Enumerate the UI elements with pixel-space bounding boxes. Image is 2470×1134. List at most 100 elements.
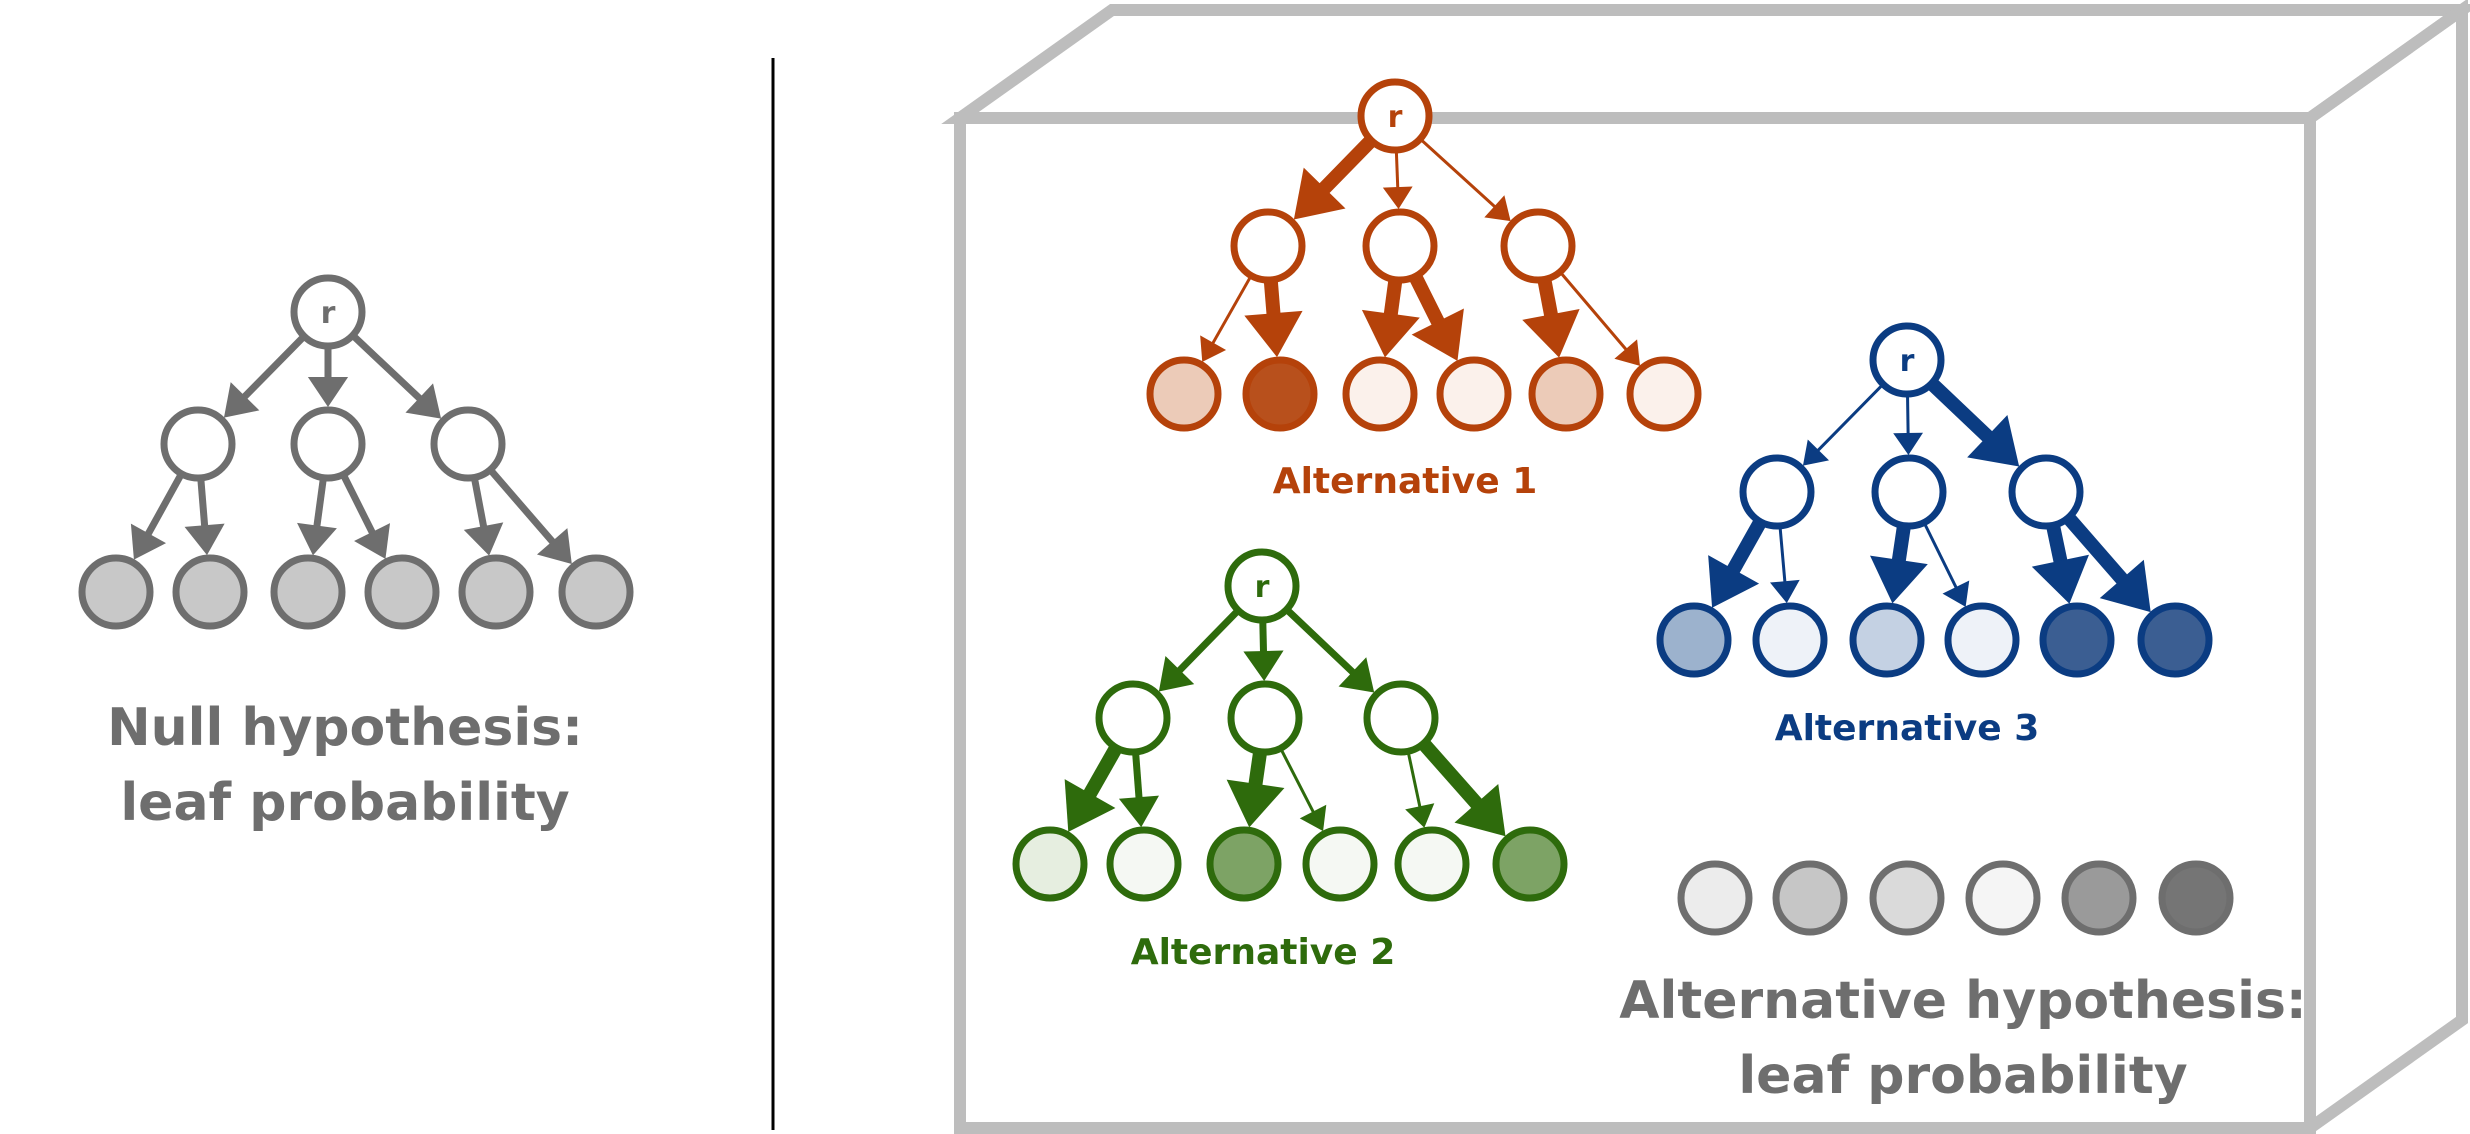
edge-mid-leaf-6-shaft <box>2063 513 2129 586</box>
edge-root-mid-1-shaft <box>1175 607 1241 674</box>
leaf-node-1 <box>1146 356 1222 432</box>
alternatives-box <box>941 0 2470 1134</box>
leaf-node-2 <box>1106 826 1182 902</box>
leaf-node-2 <box>1752 602 1828 678</box>
leaf-node-1 <box>78 554 154 630</box>
internal-node-3 <box>2008 454 2084 530</box>
edge-mid-leaf-1-shaft <box>1082 744 1123 799</box>
edge-mid-leaf-4-shaft <box>1922 521 1959 590</box>
edge-root-mid-1-head <box>1158 656 1195 692</box>
edge-mid-leaf-4-head <box>1411 308 1464 361</box>
root-label: r <box>1900 344 1915 379</box>
root-node <box>1357 78 1433 154</box>
internal-node-1 <box>1230 208 1306 284</box>
edge-mid-leaf-6-shaft <box>487 467 557 546</box>
edge-mid-leaf-2-head <box>1244 310 1303 358</box>
root-label: r <box>1388 100 1403 135</box>
edge-root-mid-1-shaft <box>1815 383 1885 453</box>
alternative-3-tree: r <box>1656 322 2213 678</box>
edge-mid-leaf-2-head <box>1118 795 1160 828</box>
internal-node-1 <box>1739 454 1815 530</box>
alternative-1-label: Alternative 1 <box>1273 461 1538 502</box>
null-hypothesis-tree: r <box>78 274 634 630</box>
edge-mid-leaf-4-shaft <box>1408 273 1445 327</box>
box-side-face <box>2304 0 2468 1134</box>
edge-mid-leaf-2-shaft <box>1778 525 1787 584</box>
edge-mid-leaf-1-shaft <box>1726 518 1767 575</box>
edge-root-mid-1-shaft <box>1318 135 1377 195</box>
edge-root-mid-1-head <box>223 382 260 418</box>
leaf-node-3 <box>1206 826 1282 902</box>
edge-mid-leaf-2-head <box>1769 579 1800 604</box>
edge-root-mid-2-head <box>307 377 349 407</box>
edge-mid-leaf-6-head <box>1454 783 1506 837</box>
null-caption-line2: leaf probability <box>120 773 569 833</box>
leaf-node-3 <box>1342 356 1418 432</box>
edge-mid-leaf-6-head <box>536 528 572 565</box>
root-node <box>1869 322 1945 398</box>
edge-mid-leaf-3-head <box>1361 309 1420 358</box>
legend-leaf-2 <box>1772 860 1848 936</box>
root-node <box>1224 548 1300 624</box>
edge-root-mid-2-shaft <box>1394 149 1400 190</box>
edge-root-mid-3-head <box>1967 415 2020 467</box>
edge-mid-leaf-3-head <box>297 522 337 556</box>
internal-node-3 <box>1500 208 1576 284</box>
internal-node-2 <box>290 406 366 482</box>
box-top-face <box>941 4 2470 124</box>
edge-root-mid-3-head <box>405 383 442 419</box>
internal-node-3 <box>430 406 506 482</box>
edge-root-mid-3-head <box>1338 657 1375 693</box>
edge-mid-leaf-4-shaft <box>1279 747 1316 814</box>
edge-root-mid-3-shaft <box>1926 378 1994 443</box>
edge-root-mid-2-head <box>1243 650 1284 682</box>
edge-mid-leaf-3-shaft <box>1891 524 1911 563</box>
edge-mid-leaf-3-shaft <box>1383 278 1403 317</box>
leaf-node-6 <box>558 554 634 630</box>
edge-root-mid-3-shaft <box>1284 606 1357 676</box>
edge-root-mid-1-head <box>1293 167 1346 220</box>
edge-root-mid-1-head <box>1802 439 1830 466</box>
leaf-node-4 <box>1436 356 1512 432</box>
leaf-node-5 <box>2039 602 2115 678</box>
edge-mid-leaf-1-shaft <box>1210 274 1253 346</box>
edge-mid-leaf-5-shaft <box>1537 278 1559 318</box>
edge-mid-leaf-4-head <box>1942 580 1970 607</box>
edge-mid-leaf-3-head <box>1226 779 1285 828</box>
alternative-3-label: Alternative 3 <box>1775 708 2040 749</box>
edge-mid-leaf-5-head <box>463 522 504 556</box>
edge-mid-leaf-1-head <box>130 523 167 560</box>
edge-root-mid-2-head <box>1382 186 1413 210</box>
edge-mid-leaf-5-head <box>1405 803 1435 828</box>
edge-mid-leaf-1-head <box>1200 335 1227 362</box>
legend-leaf-6 <box>2158 860 2234 936</box>
legend-leaf-4 <box>1965 860 2041 936</box>
edge-root-mid-3-head <box>1484 195 1511 222</box>
edge-root-mid-3-shaft <box>1419 137 1497 209</box>
internal-node-2 <box>1871 454 1947 530</box>
internal-node-1 <box>1095 680 1171 756</box>
edge-mid-leaf-5-head <box>2031 554 2089 604</box>
leaf-node-4 <box>364 554 440 630</box>
leaf-node-1 <box>1656 602 1732 678</box>
edge-mid-leaf-3-head <box>1870 555 1928 604</box>
leaf-node-5 <box>1394 826 1470 902</box>
edge-mid-leaf-6-head <box>2099 559 2151 613</box>
leaf-node-6 <box>1492 826 1568 902</box>
alternative-caption-line1: Alternative hypothesis: <box>1619 971 2306 1031</box>
edge-mid-leaf-5-shaft <box>470 476 488 529</box>
edge-mid-leaf-4-shaft <box>340 472 377 536</box>
leaf-node-3 <box>270 554 346 630</box>
leaf-node-5 <box>458 554 534 630</box>
leaf-node-4 <box>1302 826 1378 902</box>
leaf-node-2 <box>172 554 248 630</box>
edge-mid-leaf-6-shaft <box>1558 270 1629 352</box>
null-caption-line1: Null hypothesis: <box>107 698 583 758</box>
edge-mid-leaf-1-shaft <box>144 472 185 537</box>
root-label: r <box>1255 570 1270 605</box>
legend-leaf-3 <box>1869 860 1945 936</box>
edge-mid-leaf-4-head <box>354 523 391 559</box>
edge-mid-leaf-5-shaft <box>2046 523 2068 565</box>
root-node <box>290 274 366 350</box>
